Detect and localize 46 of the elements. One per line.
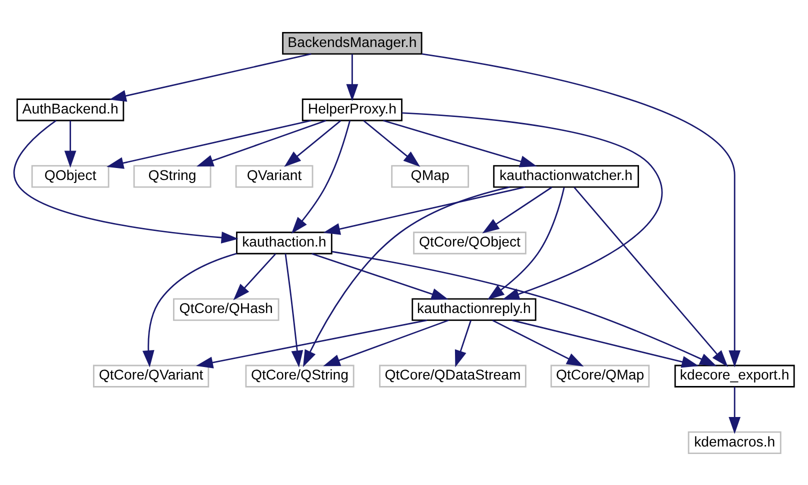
arrow bbox=[574, 186, 728, 366]
arrow bbox=[728, 386, 741, 434]
node-box: QString bbox=[133, 164, 212, 188]
arrow bbox=[454, 320, 472, 367]
arrow bbox=[64, 120, 76, 168]
arrow bbox=[482, 186, 552, 233]
node-box: QtCore/QString bbox=[245, 364, 354, 387]
node-box: QtCore/QMap bbox=[550, 364, 650, 387]
arrow bbox=[492, 319, 584, 366]
arrow bbox=[233, 252, 276, 300]
node-box: QObject bbox=[31, 164, 110, 188]
arrow bbox=[323, 186, 526, 234]
node-box: QVariant bbox=[235, 164, 314, 188]
arrow bbox=[14, 119, 238, 244]
arrow bbox=[196, 119, 326, 166]
arrow bbox=[284, 253, 304, 368]
arrow bbox=[512, 319, 699, 368]
node-box: QMap bbox=[391, 164, 470, 188]
node-box: QtCore/QDataStream bbox=[379, 364, 526, 387]
arrow bbox=[291, 120, 351, 234]
arrow bbox=[109, 52, 312, 102]
arrow bbox=[363, 120, 420, 166]
arrow bbox=[346, 54, 358, 101]
arrow bbox=[332, 250, 717, 366]
node-box: kauthactionreply.h bbox=[412, 298, 536, 320]
arrow bbox=[422, 52, 741, 367]
arrow bbox=[402, 112, 663, 300]
arrow bbox=[383, 119, 537, 167]
arrow bbox=[312, 252, 448, 300]
node-box: QtCore/QObject bbox=[413, 231, 526, 254]
node-box: QtCore/QVariant bbox=[92, 364, 210, 387]
node-box: kauthaction.h bbox=[236, 231, 332, 254]
arrow bbox=[323, 319, 449, 366]
node-box: kdecore_export.h bbox=[674, 364, 795, 387]
node-box: BackendsManager.h bbox=[282, 31, 422, 54]
arrow bbox=[196, 319, 428, 368]
node-box: HelperProxy.h bbox=[302, 98, 402, 121]
node-box: QtCore/QHash bbox=[173, 298, 280, 320]
node-box: kdemacros.h bbox=[688, 430, 782, 454]
arrow bbox=[302, 186, 510, 367]
arrow bbox=[106, 119, 312, 168]
arrow bbox=[487, 186, 565, 300]
arrow bbox=[284, 120, 342, 166]
arrow bbox=[142, 252, 237, 367]
node-box: kauthactionwatcher.h bbox=[493, 164, 639, 188]
node-box: AuthBackend.h bbox=[16, 98, 124, 121]
